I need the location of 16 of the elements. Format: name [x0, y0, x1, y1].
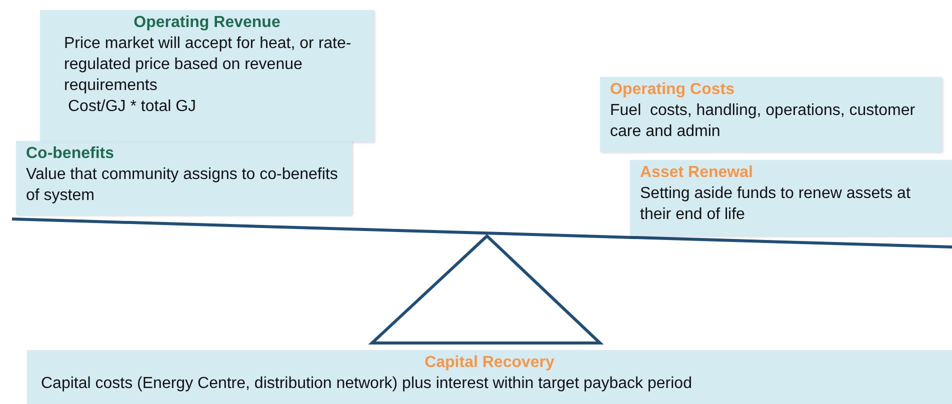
info-card — [16, 141, 352, 215]
card-text: Price market will accept for heat, or rate-regulated price based on revenue requirements — [63, 34, 352, 96]
card-text: Capital costs (Energy Centre, distribution network) plus interest within target payback period — [40, 374, 693, 394]
card-text: Fuel costs, handling, operations, customer care and admin — [610, 101, 916, 142]
info-card — [630, 160, 952, 236]
card-text: Setting aside funds to renew assets at their end of life — [640, 184, 912, 225]
info-card — [27, 350, 952, 404]
info-card — [600, 77, 942, 152]
card-heading: Operating Costs — [610, 80, 736, 100]
card-text: Value that community assigns to co-benefits of system — [26, 165, 339, 206]
card-heading: Capital Recovery — [424, 353, 556, 373]
card-heading: Co-benefits — [26, 144, 115, 164]
info-card — [40, 10, 374, 142]
card-heading: Asset Renewal — [640, 163, 754, 183]
card-text: Cost/GJ * total GJ — [67, 97, 198, 117]
card-heading: Operating Revenue — [132, 13, 282, 33]
